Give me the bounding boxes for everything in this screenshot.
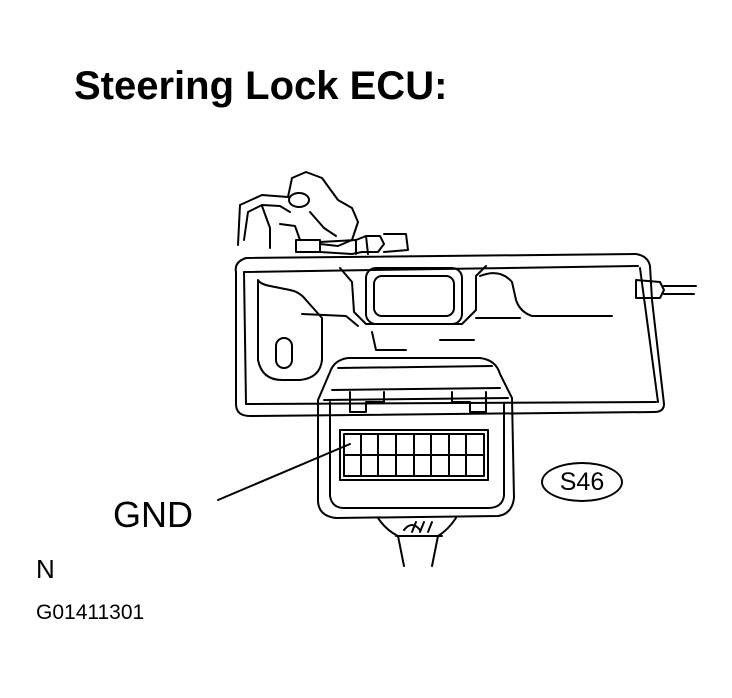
gnd-leader-line — [217, 443, 351, 501]
connector-block — [317, 357, 515, 519]
connector-id-badge: S46 — [541, 462, 623, 502]
wire-harness — [377, 517, 457, 567]
figure-code: G01411301 — [36, 601, 145, 624]
upper-bracket — [237, 171, 409, 255]
corner-letter: N — [36, 554, 55, 584]
gnd-label: GND — [113, 494, 193, 535]
diagram-title: Steering Lock ECU: — [74, 64, 448, 108]
ecu-housing — [234, 253, 697, 417]
